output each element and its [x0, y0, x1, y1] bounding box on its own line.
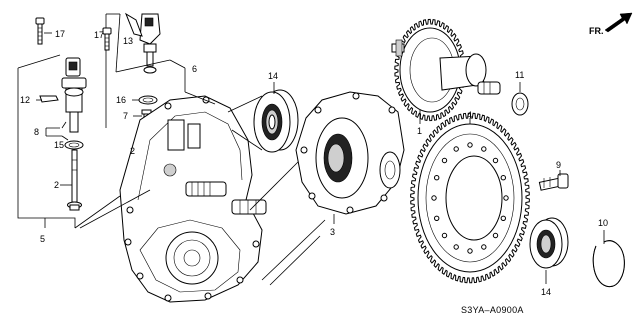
gear-bolt-hole [441, 157, 448, 164]
final-gear-4 [410, 112, 530, 284]
gear-bolt-hole [434, 215, 440, 222]
leader-lines [74, 91, 326, 286]
front-arrow-icon [604, 12, 633, 33]
transmission-housing [119, 95, 267, 303]
gear-bolt-hole [467, 248, 473, 254]
gear-1 [391, 18, 501, 122]
callout-8: 8 [34, 127, 39, 137]
gear-bolt-hole [481, 146, 487, 152]
callout-6: 6 [192, 64, 197, 74]
front-direction-indicator: FR. [589, 12, 633, 36]
clip-12 [36, 95, 59, 103]
callout-labels: 17 17 13 6 12 16 7 8 15 2 2 5 14 3 1 4 1… [20, 29, 608, 297]
bearing-14-upper [253, 89, 299, 153]
callout-16: 16 [116, 95, 126, 105]
callout-14-lower: 14 [541, 287, 551, 297]
shaft-2-left [60, 149, 82, 211]
callout-4: 4 [467, 110, 472, 120]
sensor-13 [124, 12, 161, 74]
callout-7: 7 [123, 111, 128, 121]
callout-10: 10 [598, 218, 608, 228]
callout-14-upper: 14 [268, 71, 278, 81]
bolt-9 [538, 173, 569, 191]
gear-bolt-hole [467, 142, 473, 148]
speed-sensor-assembly [61, 57, 87, 150]
callout-5: 5 [40, 234, 45, 244]
callout-11: 11 [515, 70, 524, 80]
gear-bolt-hole [503, 195, 509, 201]
gear-bolt-hole [492, 232, 499, 239]
gear-bolt-hole [500, 215, 506, 222]
callout-2-middle: 2 [130, 146, 135, 156]
gear-bolt-hole [431, 195, 437, 201]
bearing-14-lower [529, 217, 569, 269]
callout-12: 12 [20, 95, 30, 105]
callout-1: 1 [417, 126, 422, 136]
washer-11 [511, 92, 529, 116]
bracket-group-8 [45, 121, 69, 141]
gear-bolt-hole [492, 157, 499, 164]
differential-3 [295, 91, 405, 215]
bracket-group-5 [17, 54, 76, 228]
bolt-17-right [102, 27, 112, 51]
callout-leaders [115, 13, 605, 284]
gear-bolt-hole [453, 244, 459, 250]
callout-17-left: 17 [55, 29, 65, 39]
callout-17-right: 17 [94, 30, 104, 40]
figure-code: S3YA–A0900A [461, 305, 524, 315]
callout-13: 13 [123, 36, 133, 46]
gear-bolt-hole [500, 175, 506, 181]
callout-2-left: 2 [54, 180, 59, 190]
snap-ring-10 [592, 240, 625, 288]
bolt-17-left [35, 17, 52, 45]
gear-bolt-hole [481, 244, 487, 250]
gear-bolt-hole [434, 175, 440, 181]
front-label: FR. [589, 26, 604, 36]
callout-3: 3 [330, 227, 335, 237]
gear-bolt-hole [441, 232, 448, 239]
gear-bolt-hole [453, 146, 459, 152]
callout-15: 15 [54, 140, 64, 150]
callout-9: 9 [556, 160, 561, 170]
o-ring-16 [132, 95, 158, 105]
